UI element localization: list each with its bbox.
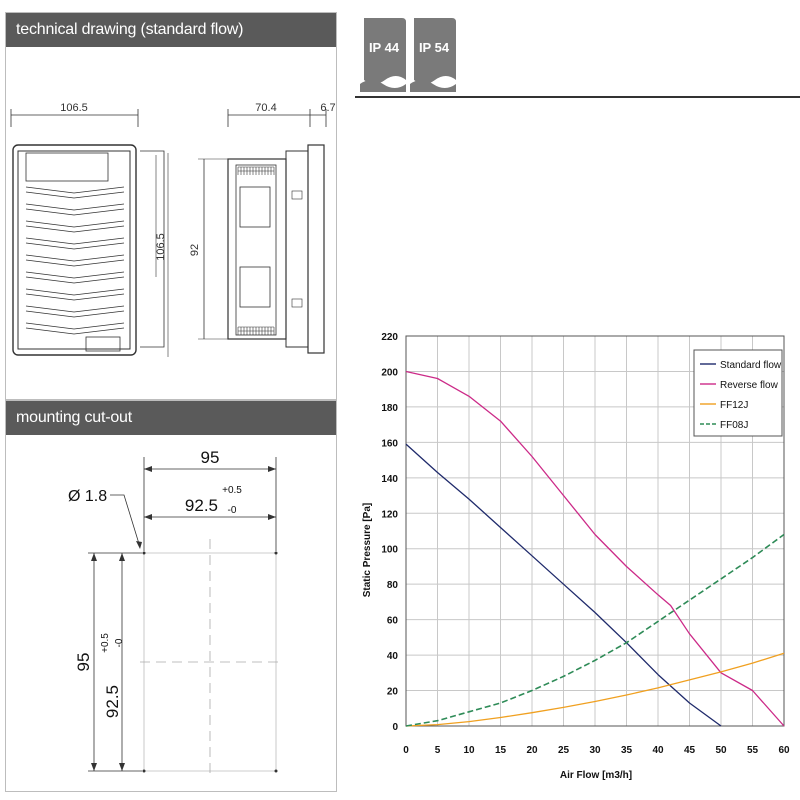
height-dimension: 106.5	[155, 233, 167, 261]
ip54-label: IP 54	[419, 40, 450, 55]
y-tick-label: 40	[387, 651, 399, 662]
technical-drawing-panel: technical drawing (standard flow)	[5, 12, 337, 400]
y-axis-label: Static Pressure [Pa]	[362, 503, 373, 598]
chart-ticks: 0 5 10 15 20 25 30 35 40 45 50 55 60 0 20 40 60 80 100 120 1…	[381, 332, 790, 756]
y-tick-label: 0	[392, 722, 398, 733]
x-tick-label: 60	[778, 745, 790, 756]
inner-height-label: 92.5	[103, 685, 122, 718]
x-tick-label: 20	[526, 745, 538, 756]
series-line-standard-flow	[405, 443, 722, 727]
y-tick-label: 20	[387, 687, 399, 698]
ip-rating-badges: IP 44 IP 54	[360, 18, 456, 92]
inner-width-label: 92.5	[185, 496, 218, 515]
outer-width-label: 95	[201, 448, 220, 467]
inner-width-tol-minus: -0	[228, 505, 237, 516]
fan-dimension: 92	[189, 244, 201, 256]
legend-label: Reverse flow	[720, 380, 779, 391]
x-tick-label: 35	[621, 745, 633, 756]
ip44-label: IP 44	[369, 40, 400, 55]
legend-label: FF08J	[720, 420, 748, 431]
y-tick-label: 80	[387, 580, 399, 591]
mounting-cutout-panel: mounting cut-out	[5, 400, 337, 792]
technical-drawing-svg: 106.5 70.4 6.7 106.5 92	[10, 102, 336, 357]
y-tick-label: 160	[381, 438, 398, 449]
plot-frame	[405, 335, 785, 727]
x-tick-label: 45	[684, 745, 696, 756]
x-tick-label: 15	[495, 745, 507, 756]
chart-series	[405, 370, 785, 727]
y-tick-label: 100	[381, 545, 398, 556]
x-tick-label: 10	[463, 745, 475, 756]
depth-dimension: 70.4	[255, 102, 276, 114]
side-view	[198, 109, 327, 354]
fan-performance-chart: 0 5 10 15 20 25 30 35 40 45 50 55 60 0 20 40 60 80 100 120 1…	[362, 332, 790, 780]
x-tick-label: 30	[589, 745, 601, 756]
series-line-reverse-flow	[405, 370, 785, 727]
y-tick-label: 180	[381, 403, 398, 414]
x-tick-label: 40	[652, 745, 664, 756]
y-tick-label: 60	[387, 616, 399, 627]
y-tick-label: 220	[381, 332, 398, 343]
ip44-badge: IP 44	[360, 18, 406, 92]
technical-drawing-header: technical drawing (standard flow)	[6, 13, 336, 47]
legend-label: FF12J	[720, 400, 748, 411]
inner-height-tol-plus: +0.5	[100, 633, 111, 653]
outer-height-label: 95	[74, 653, 93, 672]
mounting-cutout-svg: 95 92.5 +0.5 -0 Ø 1.8 95 92.5 +0.5 -0	[68, 448, 284, 775]
y-tick-label: 140	[381, 474, 398, 485]
front-view	[10, 109, 169, 357]
series-line-ff08j	[405, 533, 785, 727]
inner-width-tol-plus: +0.5	[222, 485, 242, 496]
y-tick-label: 200	[381, 367, 398, 378]
x-tick-label: 50	[715, 745, 727, 756]
x-tick-label: 55	[747, 745, 759, 756]
frame-dimension: 6.7	[320, 102, 335, 114]
hole-diameter-label: Ø 1.8	[68, 488, 107, 505]
x-axis-label: Air Flow [m3/h]	[560, 770, 632, 780]
y-tick-label: 120	[381, 509, 398, 520]
width-dimension: 106.5	[60, 102, 88, 114]
legend-label: Standard flow	[720, 360, 782, 371]
mounting-cutout-header: mounting cut-out	[6, 401, 336, 435]
x-tick-label: 0	[403, 745, 409, 756]
inner-height-tol-minus: -0	[114, 638, 125, 647]
series-line-ff12j	[405, 652, 785, 727]
header-rule	[355, 96, 800, 98]
x-tick-label: 25	[558, 745, 570, 756]
ip54-badge: IP 54	[410, 18, 456, 92]
x-tick-label: 5	[435, 745, 441, 756]
